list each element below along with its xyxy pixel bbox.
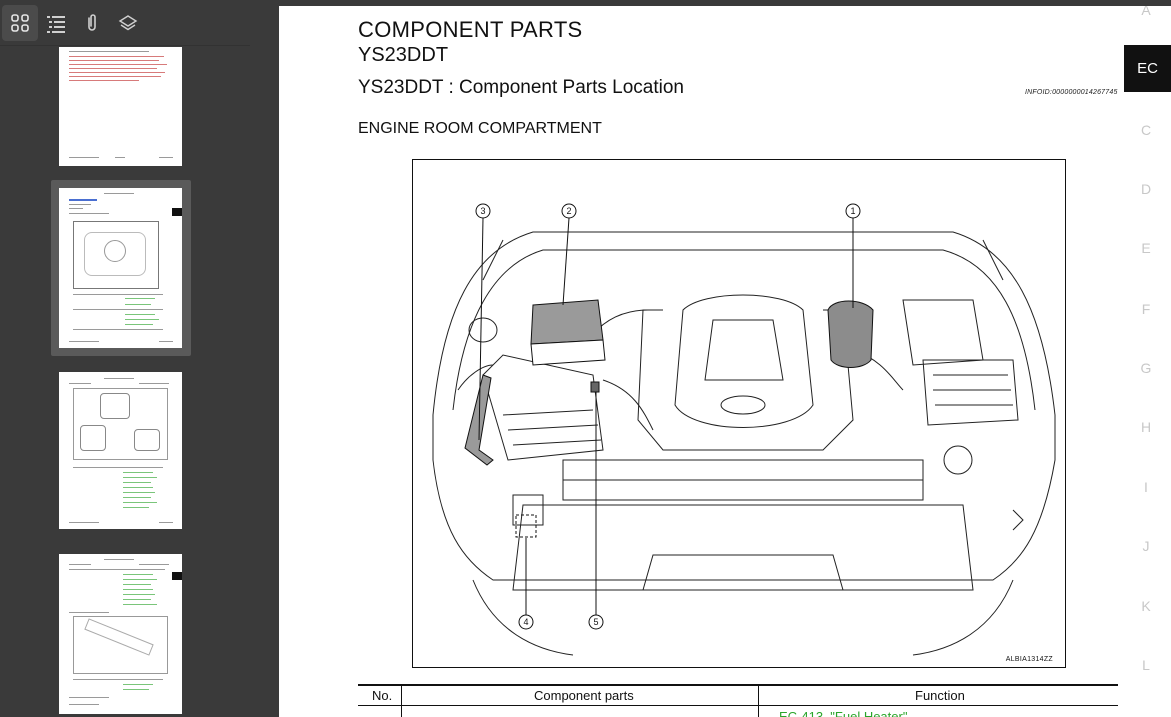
callout-5: 5 [593, 617, 598, 627]
sidebar [0, 0, 250, 717]
table-header-row: No. Component parts Function [358, 684, 1118, 706]
layers-button[interactable] [110, 5, 146, 41]
callout-1: 1 [850, 206, 855, 216]
callout-3: 3 [480, 206, 485, 216]
sidebar-splitter[interactable] [250, 0, 279, 717]
info-id: INFOID:0000000014267745 [1025, 89, 1118, 96]
header-component-parts: Component parts [534, 688, 634, 703]
engine-room-figure: 3 2 1 4 5 ALBIA1314ZZ [412, 159, 1066, 668]
page-subtitle: YS23DDT : Component Parts Location [358, 77, 684, 98]
table-divider-2 [758, 684, 759, 717]
attachments-button[interactable] [74, 5, 110, 41]
outline-button[interactable] [38, 5, 74, 41]
index-letter-k[interactable]: K [1141, 598, 1151, 614]
thumbnail-list [0, 47, 250, 717]
index-letter-h[interactable]: H [1140, 419, 1152, 435]
thumbnails-button[interactable] [2, 4, 38, 41]
page-model: YS23DDT [358, 44, 449, 66]
header-function: Function [915, 688, 965, 703]
component-1-shape [827, 300, 874, 368]
index-letter-i[interactable]: I [1144, 479, 1148, 495]
top-strip [279, 0, 1171, 6]
figure-code: ALBIA1314ZZ [1005, 656, 1053, 663]
thumbnails-icon [11, 13, 29, 32]
index-letter-l[interactable]: L [1142, 657, 1150, 673]
sidebar-toolbar [0, 0, 250, 46]
function-link-fuel-heater[interactable]: EC-413, "Fuel Heater" [779, 709, 908, 717]
callout-4: 4 [523, 617, 528, 627]
index-letter-g[interactable]: G [1140, 360, 1152, 376]
index-tab-ec[interactable]: EC [1124, 45, 1171, 92]
page-title: COMPONENT PARTS [358, 17, 583, 42]
index-letter-e[interactable]: E [1141, 240, 1151, 256]
page-thumbnail-2[interactable] [59, 188, 182, 348]
document-page: COMPONENT PARTS YS23DDT YS23DDT : Compon… [279, 6, 1171, 717]
index-letter-c[interactable]: C [1140, 122, 1152, 138]
index-letter-j[interactable]: J [1142, 538, 1150, 554]
index-letter-f[interactable]: F [1141, 301, 1151, 317]
page-thumbnail-4[interactable] [59, 554, 182, 714]
page-thumbnail-3[interactable] [59, 372, 182, 529]
index-letter-d[interactable]: D [1140, 181, 1152, 197]
component-2-shape [530, 299, 604, 345]
page-thumbnail-1[interactable] [59, 47, 182, 166]
index-letter-a[interactable]: A [1141, 6, 1151, 18]
outline-icon [47, 15, 65, 33]
engine-room-illustration: 3 2 1 4 5 [432, 203, 1056, 656]
table-divider-1 [401, 684, 402, 717]
attachments-icon [88, 13, 96, 31]
layers-icon [118, 14, 138, 30]
callout-2: 2 [566, 206, 571, 216]
header-no: No. [372, 688, 393, 703]
section-heading: ENGINE ROOM COMPARTMENT [358, 120, 602, 137]
